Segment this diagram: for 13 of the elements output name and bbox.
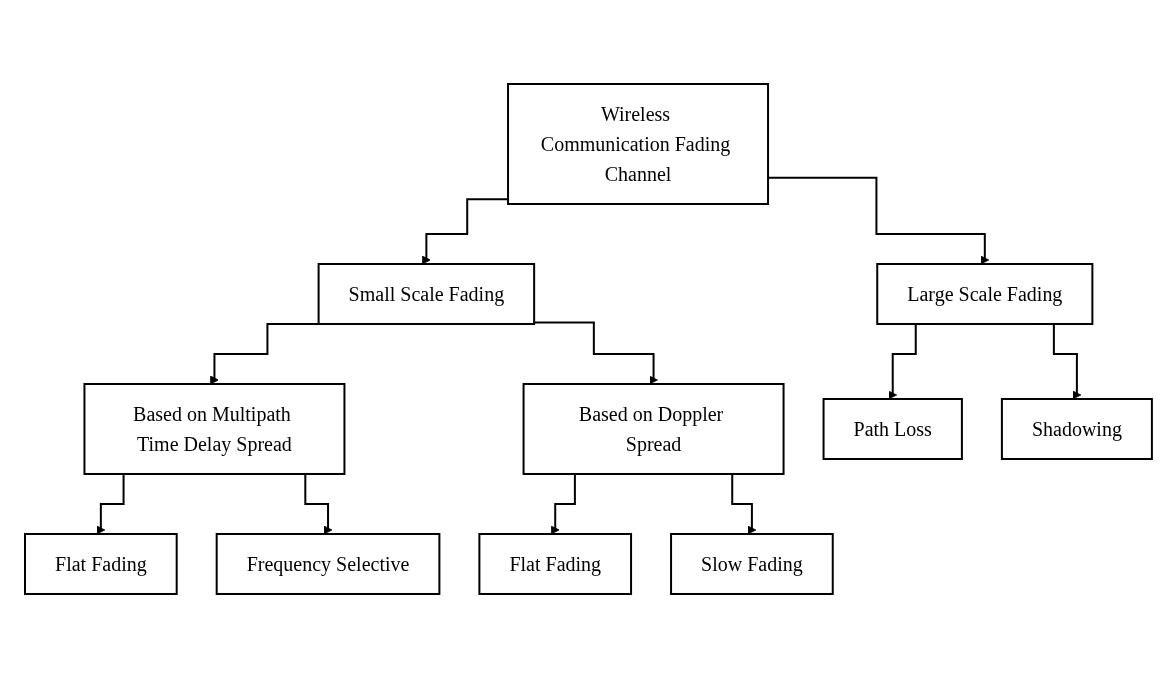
node-box: Shadowing (1000, 397, 1153, 460)
arrow (532, 320, 658, 384)
node-box: Large Scale Fading (875, 262, 1093, 325)
node-box: Slow Fading (669, 532, 834, 595)
node-box: Based on Doppler Spread (522, 382, 785, 475)
node-box: Based on Multipath Time Delay Spread (83, 382, 345, 475)
arrow (209, 322, 321, 384)
node-box: Frequency Selective (215, 532, 440, 595)
node-box: Path Loss (822, 397, 963, 460)
node-box: Small Scale Fading (317, 262, 535, 325)
node-box: Flat Fading (477, 532, 632, 595)
node-box: Flat Fading (23, 532, 178, 595)
node-box: Wireless Communication Fading Channel (506, 82, 769, 205)
